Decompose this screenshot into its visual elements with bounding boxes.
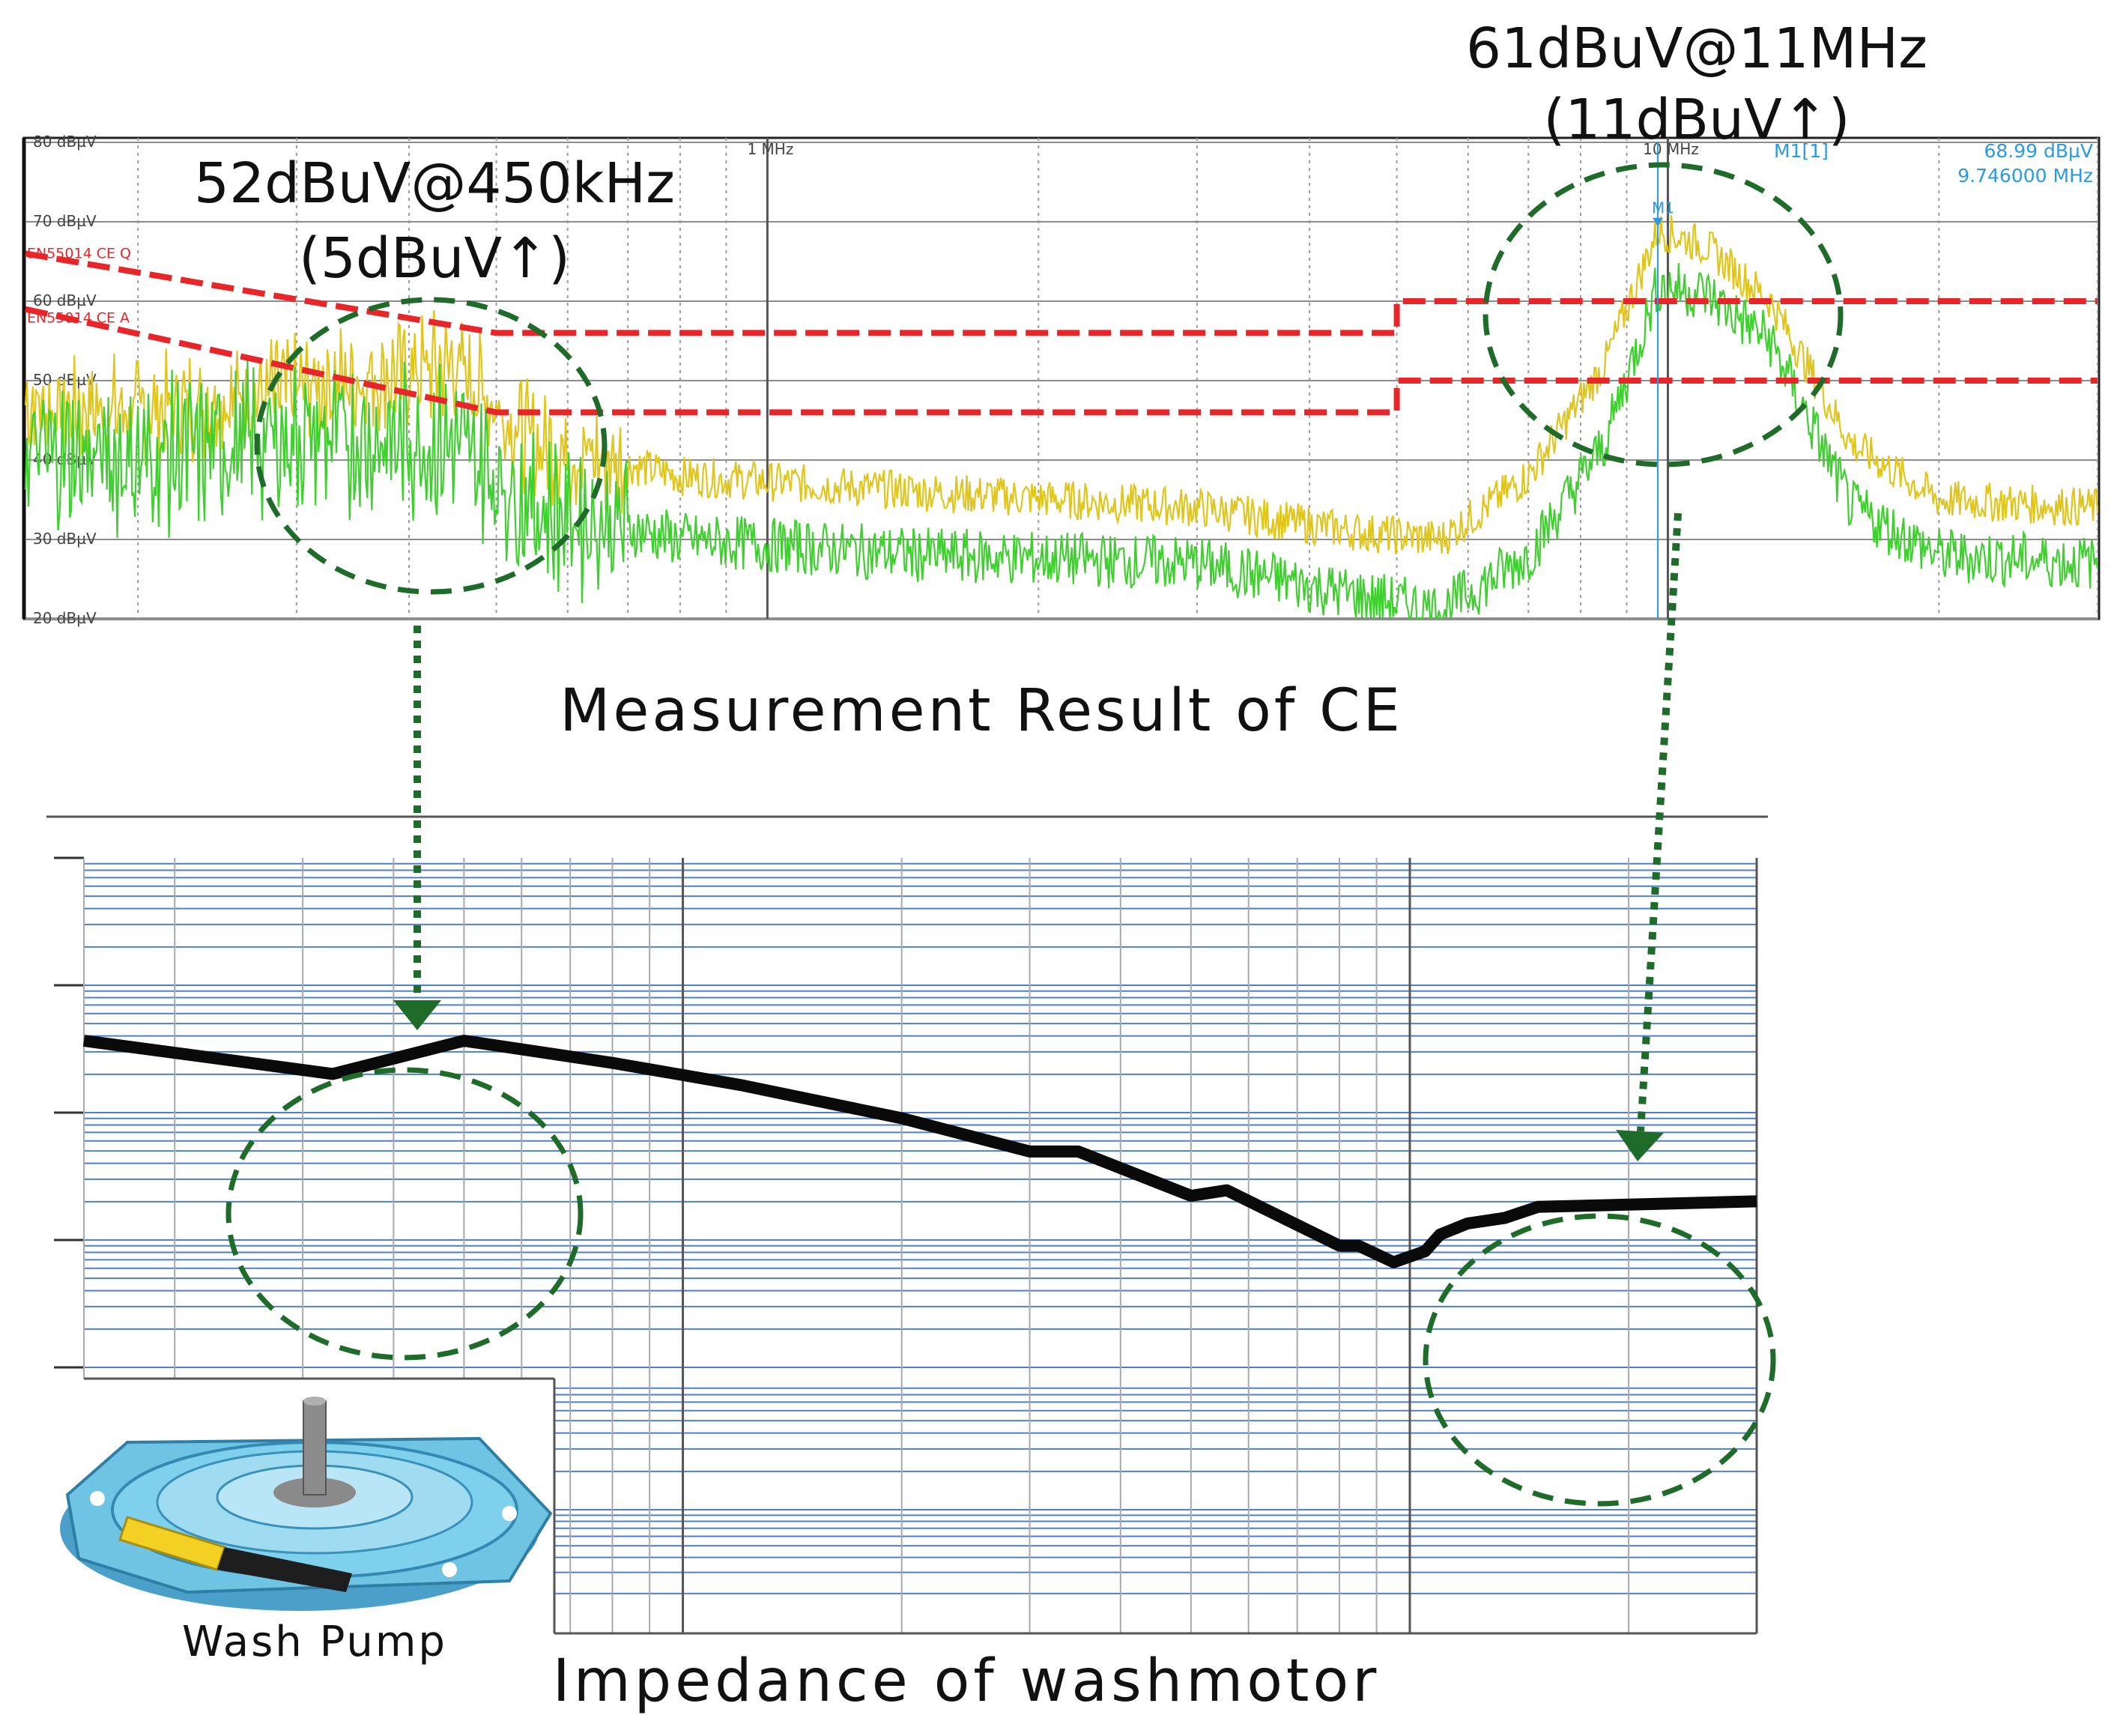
ce-limit-line: [25, 250, 2098, 336]
wash-pump-motor-icon: [60, 1397, 553, 1611]
ce-limit-line: [25, 306, 2098, 416]
ce-y-tick-label: 60 dBµV: [33, 291, 97, 309]
annotation-circle-low-bottom: [225, 1067, 584, 1361]
annotation-low-line1: 52dBuV@450kHz: [194, 151, 675, 216]
marker-label: M1: [1652, 199, 1674, 217]
annotation-circle-low-top: [254, 297, 608, 595]
ce-limit-lines: EN55014 CE Q EN55014 CE A: [25, 245, 2098, 416]
arrow-low-head: [393, 1000, 441, 1030]
impedance-chart-title: Impedance of washmotor: [553, 1648, 1381, 1715]
marker-readout-label: M1[1]: [1774, 140, 1829, 162]
impedance-line: [82, 1035, 1757, 1268]
impedance-chart: [54, 856, 1758, 1635]
product-caption: Wash Pump: [182, 1618, 447, 1666]
annotation-circle-high-top: [1482, 162, 1844, 468]
annotation-low-line2: (5dBuV↑): [299, 226, 570, 291]
ce-series-line-green: [24, 262, 2099, 620]
arrow-high: [1637, 512, 1682, 1132]
ce-chart-title: Measurement Result of CE: [560, 677, 1403, 745]
ce-y-tick-label: 80 dBµV: [33, 133, 97, 151]
ce-y-tick-label: 20 dBµV: [33, 609, 97, 627]
ce-y-tick-label: 70 dBµV: [33, 212, 97, 230]
ce-marker: M1 M1[1] 68.99 dBµV 9.746000 MHz: [1652, 140, 2093, 619]
ce-x-tick-label: 10 MHz: [1643, 140, 1699, 158]
ce-limit-label: EN55014 CE A: [27, 310, 130, 327]
impedance-grid: [54, 856, 1758, 1635]
annotation-circle-high-bottom: [1423, 1213, 1776, 1507]
annotation-high-line1: 61dBuV@11MHz: [1466, 16, 1927, 81]
annotation-high-line2: (11dBuV↑): [1543, 88, 1850, 152]
marker-point: [1653, 217, 1664, 227]
arrow-high-head: [1616, 1130, 1664, 1161]
ce-x-tick-label: 1 MHz: [747, 140, 793, 158]
ce-y-tick-label: 30 dBµV: [33, 530, 97, 548]
marker-readout-freq: 9.746000 MHz: [1957, 165, 2093, 187]
ce-limit-label: EN55014 CE Q: [27, 245, 131, 261]
ce-series: [24, 215, 2099, 620]
marker-readout-value: 68.99 dBµV: [1984, 140, 2093, 162]
ce-series-line-yellow: [24, 215, 2099, 554]
ce-x-ticks: 1 MHz 10 MHz: [747, 140, 1698, 158]
impedance-series: [82, 1035, 1757, 1268]
